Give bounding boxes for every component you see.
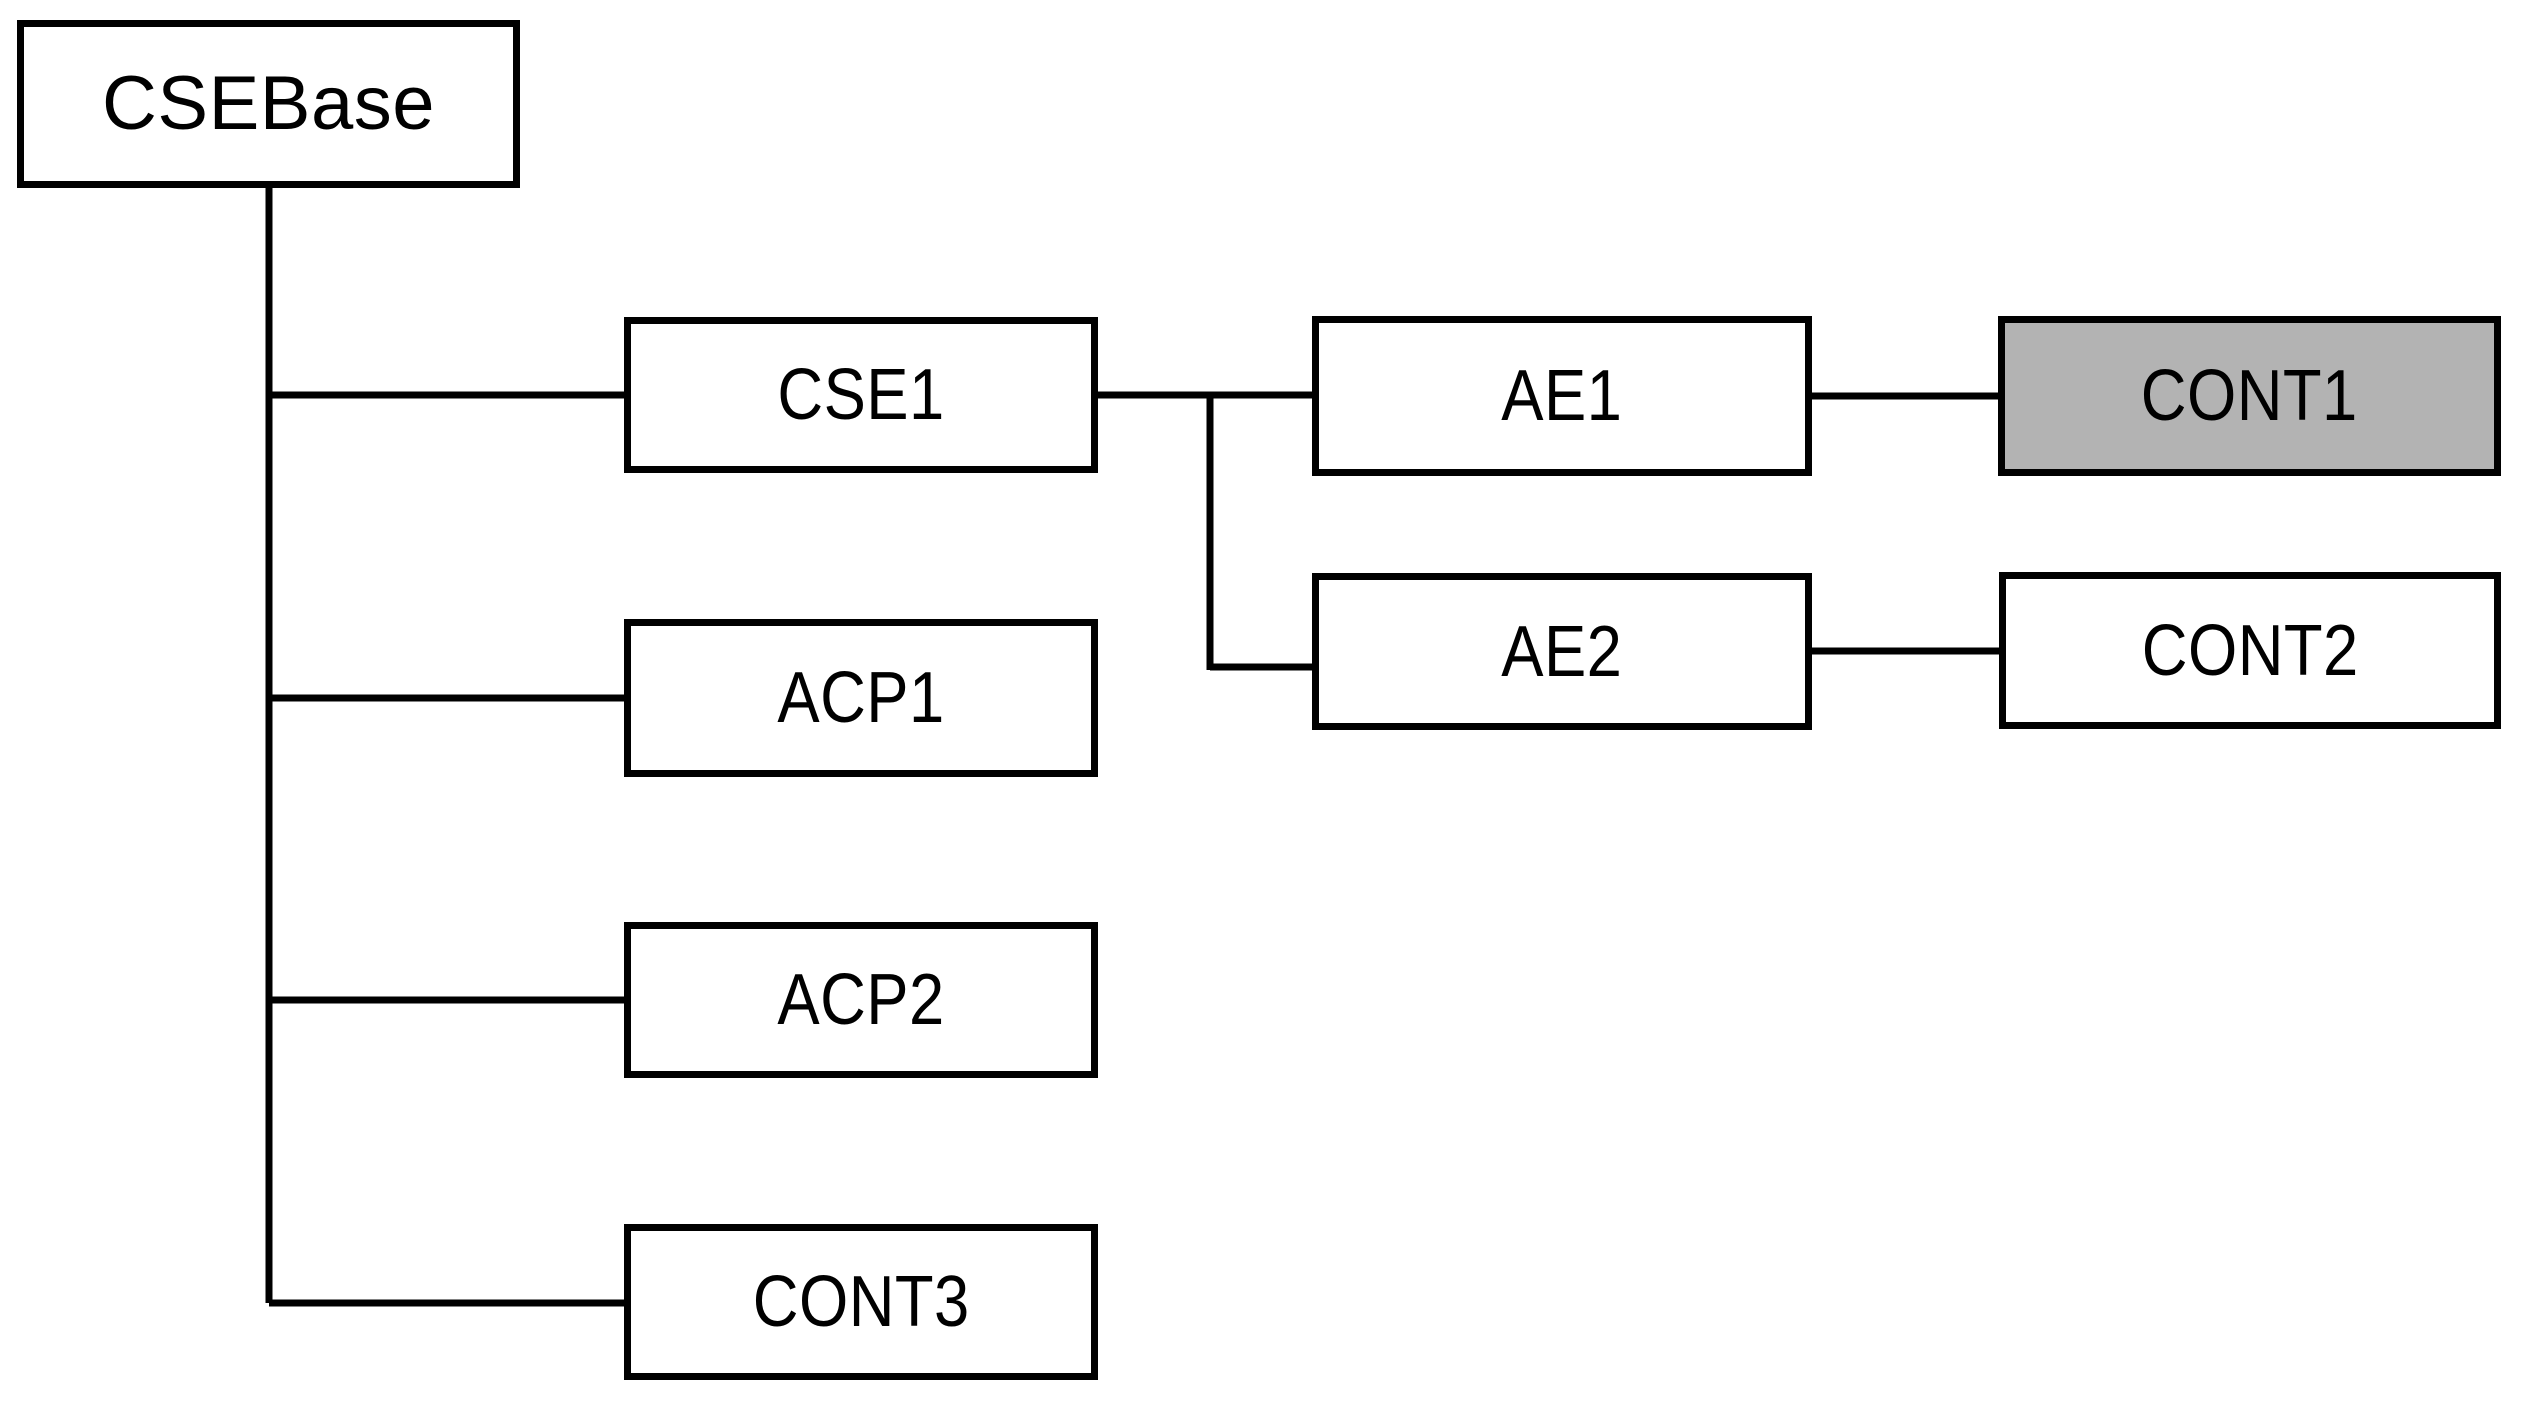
node-csebase[interactable]: CSEBase bbox=[17, 20, 520, 188]
node-cont3-label: CONT3 bbox=[752, 1262, 970, 1342]
node-cont2[interactable]: CONT2 bbox=[1999, 572, 2501, 729]
node-csebase-label: CSEBase bbox=[102, 61, 435, 146]
node-cont1[interactable]: CONT1 bbox=[1998, 316, 2501, 476]
node-ae1[interactable]: AE1 bbox=[1312, 316, 1812, 476]
node-ae1-label: AE1 bbox=[1501, 356, 1623, 436]
node-cse1[interactable]: CSE1 bbox=[624, 317, 1098, 473]
node-acp1[interactable]: ACP1 bbox=[624, 619, 1098, 777]
node-cse1-label: CSE1 bbox=[777, 355, 945, 435]
node-ae2[interactable]: AE2 bbox=[1312, 573, 1812, 730]
node-acp2[interactable]: ACP2 bbox=[624, 922, 1098, 1078]
node-cont1-label: CONT1 bbox=[2141, 356, 2358, 436]
node-cont2-label: CONT2 bbox=[2141, 610, 2359, 691]
node-cont3[interactable]: CONT3 bbox=[624, 1224, 1098, 1380]
node-acp1-label: ACP1 bbox=[777, 658, 945, 738]
node-ae2-label: AE2 bbox=[1501, 611, 1623, 692]
node-acp2-label: ACP2 bbox=[777, 960, 945, 1040]
